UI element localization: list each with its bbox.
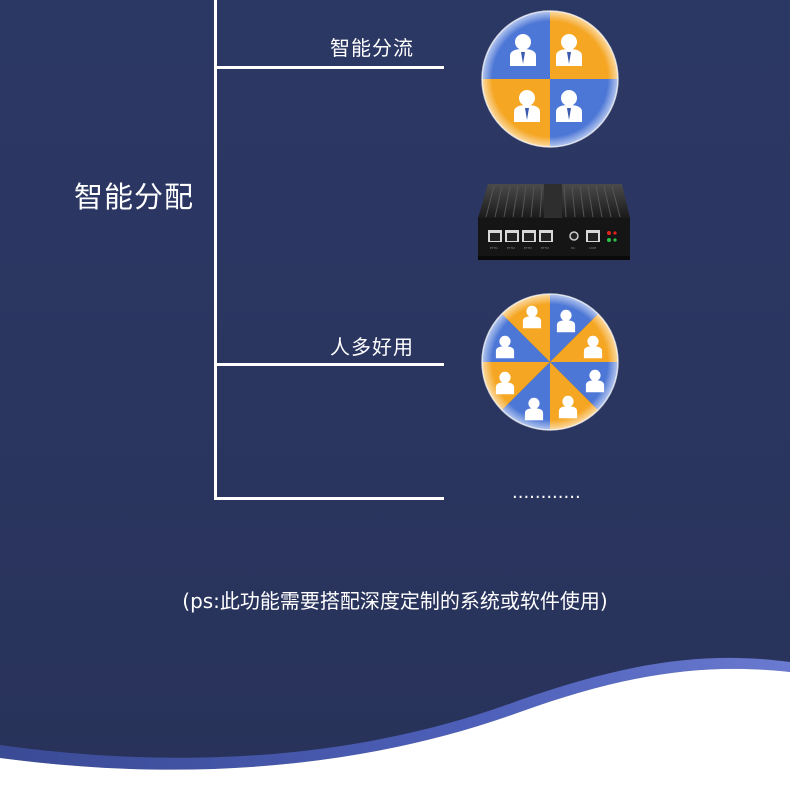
svg-text:ETH4: ETH4 — [541, 246, 549, 250]
tree-branch-line-2 — [214, 363, 444, 366]
svg-text:DC: DC — [571, 246, 575, 250]
branch-label-many-users: 人多好用 — [330, 335, 414, 359]
user-group-8-icon — [481, 293, 619, 431]
branch-label-more: ............ — [512, 482, 581, 503]
svg-text:ETH1: ETH1 — [490, 246, 498, 250]
svg-text:COM: COM — [589, 246, 596, 250]
tree-trunk-line — [214, 0, 217, 500]
user-group-4-icon — [481, 10, 619, 148]
branch-label-smart-split: 智能分流 — [330, 36, 414, 60]
svg-text:ETH2: ETH2 — [507, 246, 515, 250]
root-label: 智能分配 — [74, 180, 195, 214]
footnote: (ps:此功能需要搭配深度定制的系统或软件使用) — [182, 589, 608, 613]
tree-branch-line-1 — [214, 66, 444, 69]
svg-text:ETH3: ETH3 — [524, 246, 532, 250]
tree-branch-line-3 — [214, 497, 444, 500]
soft-router-device-icon: ETH1 ETH2 ETH3 ETH4 DC COM — [478, 184, 630, 260]
